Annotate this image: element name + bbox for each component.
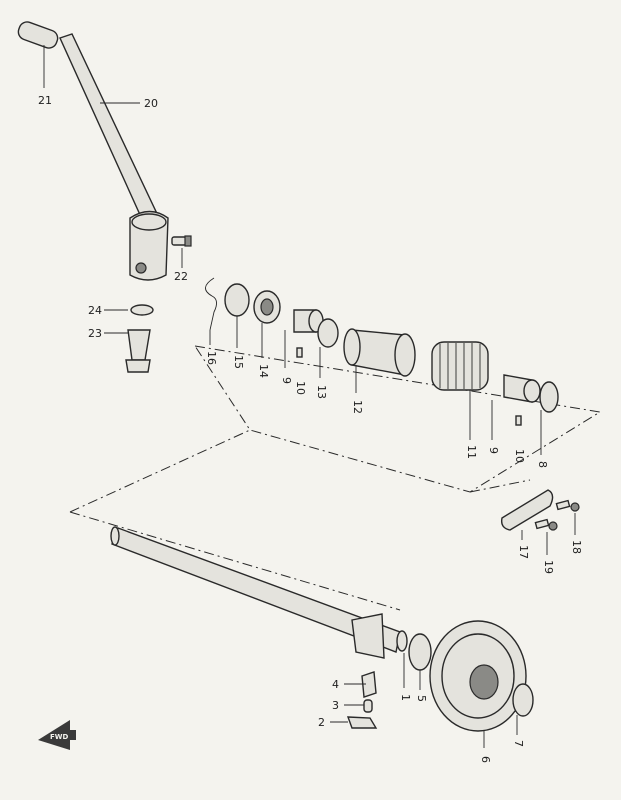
callout-12: 12 — [351, 400, 364, 414]
pin-10b — [515, 415, 522, 426]
washer-8 — [539, 381, 559, 413]
callout-6: 6 — [479, 756, 492, 763]
fwd-label: FWD — [50, 733, 69, 741]
spring-guide-12 — [343, 328, 416, 377]
callout-10b: 10 — [513, 449, 526, 463]
pin-3 — [363, 699, 373, 713]
callout-9a: 9 — [280, 377, 293, 384]
washer-5 — [408, 633, 432, 671]
callout-15: 15 — [232, 355, 245, 369]
callout-7: 7 — [512, 740, 525, 747]
callout-21: 21 — [38, 94, 52, 107]
forward-arrow-icon: FWD — [38, 720, 76, 750]
bolt-18 — [555, 499, 580, 512]
washer-7 — [512, 683, 534, 717]
callout-20: 20 — [144, 97, 158, 110]
washer-15 — [224, 283, 250, 317]
spring-4 — [361, 671, 377, 698]
callout-labels: 21 20 22 24 23 16 15 14 9 10 13 12 11 9 … — [38, 94, 583, 763]
lever-bolt — [171, 235, 192, 247]
return-spring-11 — [431, 341, 489, 391]
circlip — [130, 304, 154, 316]
callout-14: 14 — [257, 364, 270, 378]
callout-16: 16 — [205, 351, 218, 365]
callout-1: 1 — [399, 694, 412, 701]
pin-10a — [296, 347, 303, 358]
bolt-19 — [534, 518, 558, 531]
callout-19: 19 — [542, 560, 555, 574]
spacer-14 — [253, 290, 281, 324]
callout-8: 8 — [536, 461, 549, 468]
kick-lever — [17, 21, 169, 281]
callout-5: 5 — [415, 695, 428, 702]
pawl-2 — [346, 716, 378, 729]
kick-starter-shaft — [110, 526, 408, 659]
callout-18: 18 — [570, 540, 583, 554]
pin — [125, 329, 151, 373]
bushing-9b — [503, 374, 541, 403]
callout-23: 23 — [88, 327, 102, 340]
callout-9b: 9 — [487, 447, 500, 454]
callout-11: 11 — [465, 445, 478, 459]
leader-lines — [43, 45, 576, 748]
callout-17: 17 — [517, 545, 530, 559]
callout-3: 3 — [332, 699, 339, 712]
callout-22: 22 — [174, 270, 188, 283]
callout-24: 24 — [88, 304, 102, 317]
assembly-guide-lower — [69, 429, 531, 611]
washer-13 — [317, 318, 339, 348]
kick-starter-gear — [429, 620, 527, 732]
callout-13: 13 — [315, 385, 328, 399]
callout-2: 2 — [318, 716, 325, 729]
callout-10a: 10 — [294, 381, 307, 395]
guide-clip — [205, 277, 217, 331]
guide-plate-17 — [500, 489, 554, 531]
callout-4: 4 — [332, 678, 339, 691]
